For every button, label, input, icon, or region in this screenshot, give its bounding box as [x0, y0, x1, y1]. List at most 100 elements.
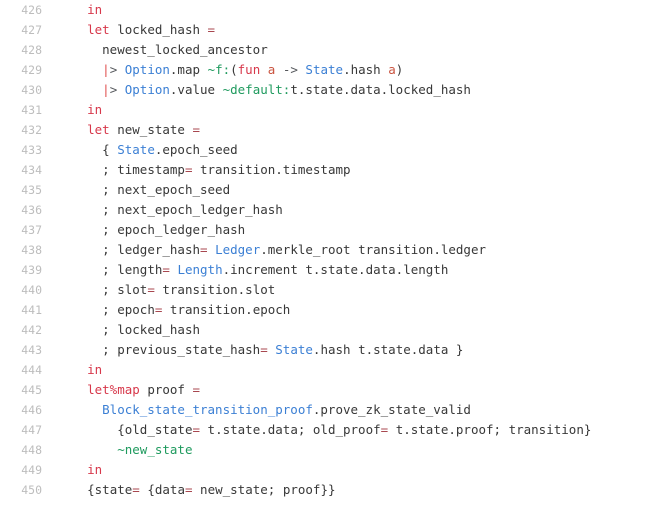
code-token: {	[87, 482, 95, 497]
line-content[interactable]: let new_state =	[57, 120, 200, 140]
code-line[interactable]: 437 ; epoch_ledger_hash	[0, 220, 666, 240]
code-line[interactable]: 450 {state= {data= new_state; proof}}	[0, 480, 666, 500]
code-token: let	[87, 122, 110, 137]
line-number: 447	[21, 423, 42, 437]
code-token: {	[102, 142, 118, 157]
indent-whitespace	[57, 342, 102, 357]
code-token: ;	[102, 242, 118, 257]
code-token: {	[117, 422, 125, 437]
code-line[interactable]: 442 ; locked_hash	[0, 320, 666, 340]
line-number: 440	[21, 283, 42, 297]
code-token: >	[109, 62, 125, 77]
line-content[interactable]: |> Option.value ~default:t.state.data.lo…	[57, 80, 471, 100]
code-line[interactable]: 426 in	[0, 0, 666, 20]
code-line[interactable]: 434 ; timestamp= transition.timestamp	[0, 160, 666, 180]
line-content[interactable]: { State.epoch_seed	[57, 140, 238, 160]
indent-whitespace	[57, 282, 102, 297]
line-content[interactable]: let%map proof =	[57, 380, 200, 400]
code-token: }	[583, 422, 592, 437]
code-line[interactable]: 433 { State.epoch_seed	[0, 140, 666, 160]
code-token: let%map	[87, 382, 140, 397]
code-token: =	[260, 342, 268, 357]
line-content[interactable]: ; epoch_ledger_hash	[57, 220, 245, 240]
code-line[interactable]: 431 in	[0, 100, 666, 120]
code-token: fun	[237, 62, 261, 77]
code-line[interactable]: 430 |> Option.value ~default:t.state.dat…	[0, 80, 666, 100]
code-line[interactable]: 441 ; epoch= transition.epoch	[0, 300, 666, 320]
code-line[interactable]: 443 ; previous_state_hash= State.hash t.…	[0, 340, 666, 360]
code-token: locked_hash	[109, 22, 208, 37]
code-line[interactable]: 432 let new_state =	[0, 120, 666, 140]
code-token: |	[102, 82, 110, 97]
line-content[interactable]: {old_state= t.state.data; old_proof= t.s…	[57, 420, 591, 440]
code-token: =	[192, 422, 201, 437]
code-token: =	[192, 382, 201, 397]
code-token: transition.slot	[154, 282, 276, 297]
code-line[interactable]: 440 ; slot= transition.slot	[0, 280, 666, 300]
line-number: 435	[21, 183, 42, 197]
line-number: 426	[21, 3, 42, 17]
code-line[interactable]: 435 ; next_epoch_seed	[0, 180, 666, 200]
line-number: 441	[21, 303, 42, 317]
code-token: (	[230, 62, 238, 77]
line-content[interactable]: ; ledger_hash= Ledger.merkle_root transi…	[57, 240, 486, 260]
code-token: )	[395, 62, 404, 77]
code-token: ~f:	[207, 62, 231, 77]
line-number: 432	[21, 123, 42, 137]
code-line[interactable]: 438 ; ledger_hash= Ledger.merkle_root tr…	[0, 240, 666, 260]
line-number: 428	[21, 43, 42, 57]
code-token: data	[154, 482, 185, 497]
line-content[interactable]: ; next_epoch_ledger_hash	[57, 200, 283, 220]
line-content[interactable]: ; epoch= transition.epoch	[57, 300, 290, 320]
code-line[interactable]: 427 let locked_hash =	[0, 20, 666, 40]
line-content[interactable]: in	[57, 0, 102, 20]
code-line[interactable]: 448 ~new_state	[0, 440, 666, 460]
indent-whitespace	[57, 322, 102, 337]
code-token: =	[184, 482, 193, 497]
code-token: =	[132, 482, 140, 497]
line-content[interactable]: let locked_hash =	[57, 20, 215, 40]
code-token: Option	[124, 82, 170, 97]
indent-whitespace	[57, 362, 87, 377]
line-content[interactable]: ; next_epoch_seed	[57, 180, 230, 200]
line-content[interactable]: ; slot= transition.slot	[57, 280, 275, 300]
line-content[interactable]: ; previous_state_hash= State.hash t.stat…	[57, 340, 463, 360]
line-number: 430	[21, 83, 42, 97]
line-content[interactable]: newest_locked_ancestor	[57, 40, 268, 60]
code-token: =	[147, 282, 155, 297]
line-number: 444	[21, 363, 42, 377]
line-content[interactable]: ; length= Length.increment t.state.data.…	[57, 260, 448, 280]
line-content[interactable]: |> Option.map ~f:(fun a -> State.hash a)	[57, 60, 403, 80]
code-token: epoch	[117, 302, 155, 317]
code-line[interactable]: 444 in	[0, 360, 666, 380]
code-line[interactable]: 445 let%map proof =	[0, 380, 666, 400]
line-content[interactable]: ~new_state	[57, 440, 192, 460]
code-token: proof	[139, 382, 193, 397]
code-line[interactable]: 446 Block_state_transition_proof.prove_z…	[0, 400, 666, 420]
code-line[interactable]: 447 {old_state= t.state.data; old_proof=…	[0, 420, 666, 440]
line-number: 438	[21, 243, 42, 257]
line-number: 449	[21, 463, 42, 477]
line-number: 443	[21, 343, 42, 357]
code-token: in	[87, 102, 103, 117]
code-token: epoch_ledger_hash	[117, 222, 246, 237]
line-content[interactable]: in	[57, 460, 102, 480]
code-token: let	[87, 22, 110, 37]
line-content[interactable]: in	[57, 100, 102, 120]
line-number: 442	[21, 323, 42, 337]
line-content[interactable]: Block_state_transition_proof.prove_zk_st…	[57, 400, 471, 420]
line-number: 446	[21, 403, 42, 417]
code-token: old_proof	[312, 422, 381, 437]
line-content[interactable]: ; timestamp= transition.timestamp	[57, 160, 350, 180]
line-content[interactable]: {state= {data= new_state; proof}}	[57, 480, 335, 500]
code-token: .merkle_root transition.ledger	[260, 242, 487, 257]
code-line[interactable]: 429 |> Option.map ~f:(fun a -> State.has…	[0, 60, 666, 80]
indent-whitespace	[57, 402, 102, 417]
code-line[interactable]: 439 ; length= Length.increment t.state.d…	[0, 260, 666, 280]
code-line[interactable]: 436 ; next_epoch_ledger_hash	[0, 200, 666, 220]
code-line[interactable]: 449 in	[0, 460, 666, 480]
line-content[interactable]: in	[57, 360, 102, 380]
code-line[interactable]: 428 newest_locked_ancestor	[0, 40, 666, 60]
line-content[interactable]: ; locked_hash	[57, 320, 200, 340]
